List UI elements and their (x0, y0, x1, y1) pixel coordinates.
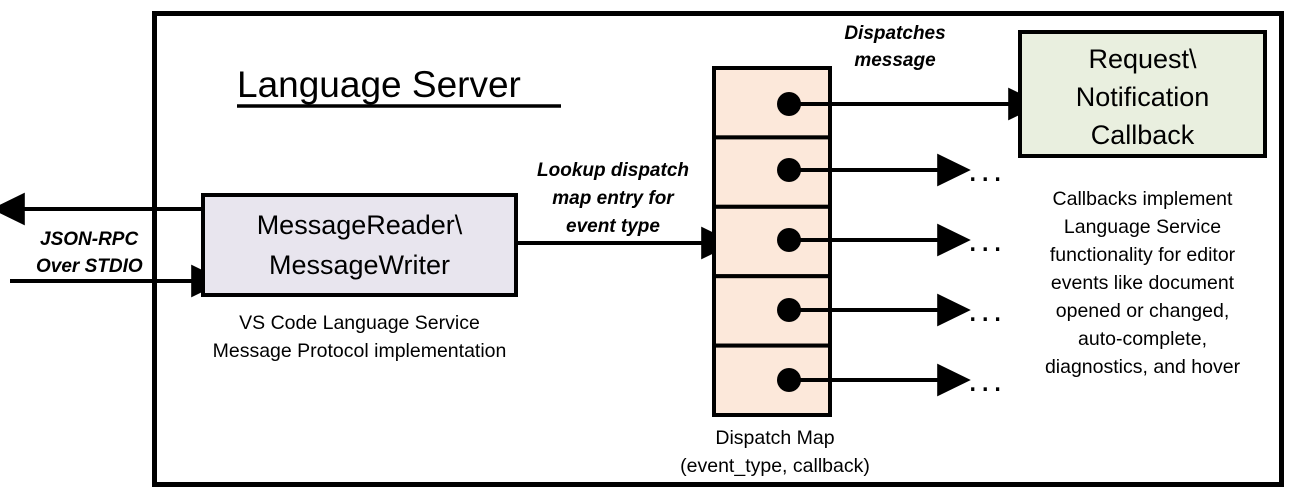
callback-caption-line-7: diagnostics, and hover (1045, 356, 1241, 378)
page-title: Language Server (237, 64, 521, 105)
message-box-caption-line2: Message Protocol implementation (213, 340, 507, 362)
message-box-caption-line1: VS Code Language Service (239, 312, 480, 334)
dispatch-map-cell-2 (712, 135, 832, 209)
lookup-annotation-line2: map entry for (552, 188, 675, 209)
callback-caption-line-6: auto-complete, (1078, 328, 1207, 350)
dispatch-ellipsis-5: ... (968, 361, 1005, 399)
callback-box-line1: Request\ (1088, 44, 1197, 74)
dispatch-map-label-line1: Dispatch Map (715, 427, 834, 449)
callback-caption-line-4: events like document (1051, 272, 1235, 294)
lookup-annotation-line1: Lookup dispatch (537, 160, 689, 181)
message-reader-writer-box (201, 193, 518, 297)
callback-caption-line-5: opened or changed, (1056, 300, 1229, 322)
dispatch-map-label-line2: (event_type, callback) (680, 455, 870, 477)
dispatch-ellipsis-4: ... (968, 291, 1005, 329)
dispatch-ellipsis-3: ... (968, 221, 1005, 259)
json-rpc-label-line1: JSON-RPC (40, 229, 138, 250)
callback-caption-line-3: functionality for editor (1050, 244, 1236, 266)
dispatch-ellipsis-2: ... (968, 151, 1005, 189)
dispatch-annotation-line1: Dispatches (844, 23, 945, 44)
callback-caption-line-2: Language Service (1064, 216, 1221, 238)
request-notification-callback-box (1018, 30, 1267, 158)
lookup-annotation-line3: event type (566, 216, 660, 237)
callback-caption-line-1: Callbacks implement (1053, 188, 1233, 210)
dispatch-annotation-line2: message (854, 50, 936, 71)
message-reader-writer-line1: MessageReader\ (257, 210, 463, 240)
json-rpc-label-line2: Over STDIO (36, 256, 143, 277)
callback-box-line2: Notification (1076, 82, 1210, 112)
callback-box-line3: Callback (1091, 120, 1195, 150)
language-server-boundary (152, 11, 1284, 487)
message-reader-writer-line2: MessageWriter (269, 250, 450, 280)
